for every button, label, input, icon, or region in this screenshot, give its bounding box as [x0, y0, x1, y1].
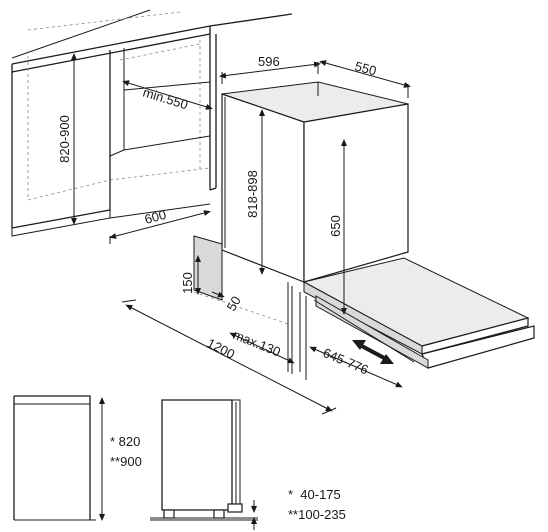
side-view-dishwasher — [150, 399, 258, 521]
appliance-width-label: 596 — [258, 54, 280, 69]
side-view-height-a: * 820 — [110, 434, 140, 449]
right-side-panel — [209, 34, 217, 191]
niche-depth-dimension: min.550 — [122, 80, 213, 113]
door-height-dimension: 650 — [328, 139, 347, 315]
appliance-width-dimension: 596 — [219, 54, 321, 84]
niche-width-dimension: 600 — [109, 207, 211, 244]
side-view-cabinet — [13, 395, 96, 521]
plinth-height-dimension: 150 — [180, 255, 201, 295]
total-depth-dimension: 1200 — [121, 299, 337, 415]
niche-dashed-outline — [27, 11, 211, 201]
door-open-depth-label: 645-776 — [321, 345, 371, 377]
left-cabinet — [11, 50, 111, 229]
niche-height-dimension: 820-900 — [57, 53, 77, 225]
side-view-height-dimension: * 820 **900 — [99, 397, 142, 521]
side-view-height-b: **900 — [110, 454, 142, 469]
appliance-depth-label: 550 — [353, 58, 378, 78]
niche-height-label: 820-900 — [57, 115, 72, 163]
appliance-depth-dimension: 550 — [319, 58, 411, 98]
legend-note-b: **100-235 — [288, 507, 346, 522]
plinth-max-dimension: max.130 — [229, 327, 295, 364]
plinth-max-label: max.130 — [231, 327, 283, 360]
sliding-arrow-icon — [352, 340, 394, 364]
appliance-height-label: 818-898 — [245, 170, 260, 218]
plinth-offset-label: 50 — [224, 293, 244, 313]
legend-note-a: * 40-175 — [288, 487, 341, 502]
niche-width-label: 600 — [143, 207, 168, 227]
door-height-label: 650 — [328, 215, 343, 237]
plinth-height-label: 150 — [180, 272, 195, 294]
legend: * 40-175 **100-235 — [288, 487, 346, 522]
appliance-height-dimension: 818-898 — [245, 109, 265, 275]
niche-depth-label: min.550 — [141, 85, 190, 113]
door-open-depth-dimension: 645-776 — [309, 340, 403, 388]
